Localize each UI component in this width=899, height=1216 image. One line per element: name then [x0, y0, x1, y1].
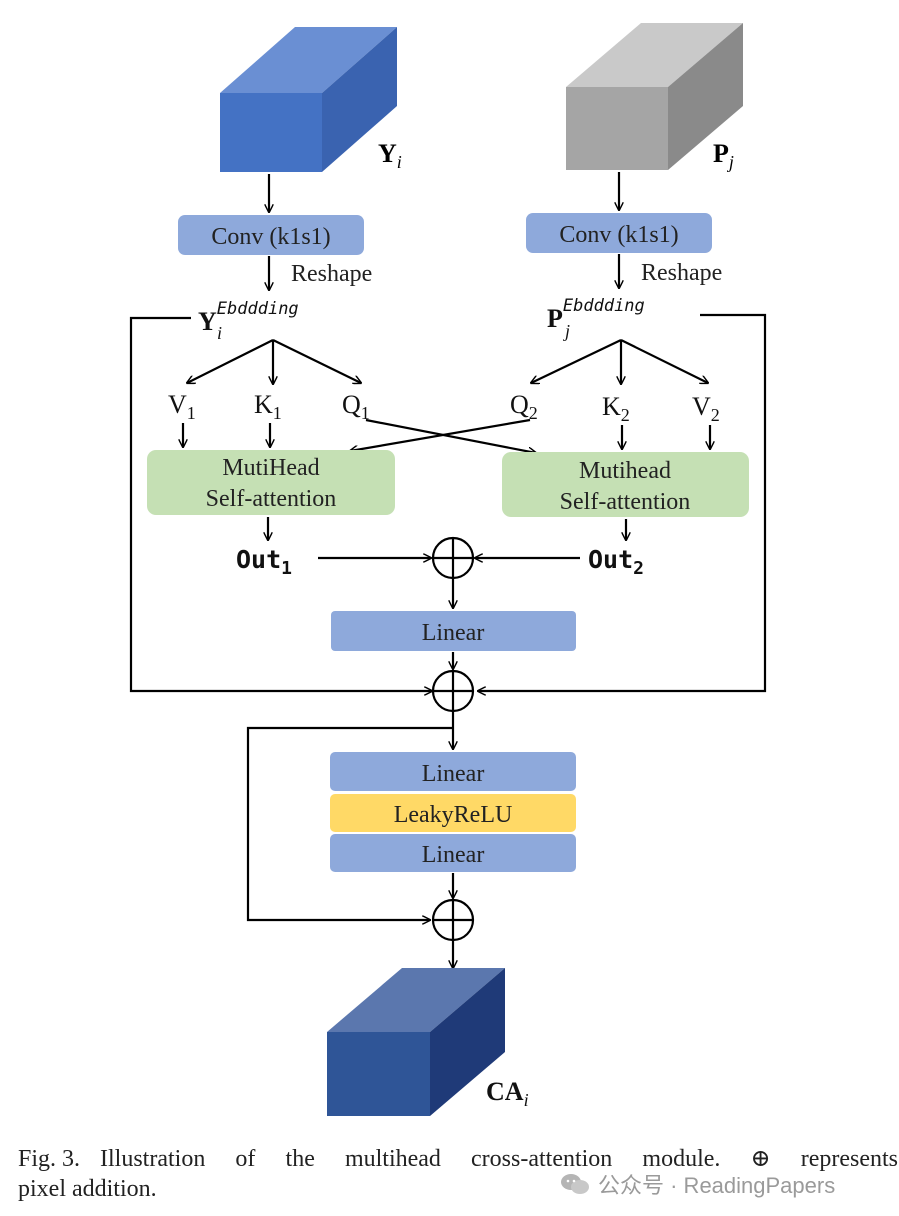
- caption-line-2: pixel addition.: [18, 1176, 157, 1202]
- linear-block-mid: Linear: [330, 752, 576, 791]
- svg-text:LeakyReLU: LeakyReLU: [394, 802, 513, 828]
- output-ca-label: CAi: [486, 1077, 529, 1110]
- input-p-label: Pj: [713, 139, 734, 172]
- add-node-3: [431, 898, 475, 942]
- svg-text:Self-attention: Self-attention: [206, 486, 337, 512]
- embedding-label-left: YEbddding: [198, 299, 299, 336]
- attention-block-right: Mutihead Self-attention: [502, 452, 749, 517]
- q2-label: Q2: [510, 390, 538, 423]
- out1-label: Out1: [236, 545, 292, 579]
- figure-caption: Fig. 3. Illustration of the multihead cr…: [18, 1144, 898, 1204]
- caption-fig-number: Fig. 3.: [18, 1146, 81, 1172]
- k1-label: K1: [254, 390, 282, 423]
- embedding-label-right: PEbddding: [547, 296, 645, 333]
- svg-text:MutiHead: MutiHead: [222, 455, 319, 481]
- q1-label: Q1: [342, 390, 370, 423]
- skip-line-right: [478, 313, 767, 691]
- embedding-sub-left: i: [217, 323, 222, 343]
- reshape-label-left: Reshape: [291, 261, 372, 287]
- out2-label: Out2: [588, 545, 644, 579]
- qkv-arrows: [183, 423, 710, 449]
- wechat-icon: [561, 1174, 589, 1194]
- input-cube-y: [220, 27, 397, 172]
- add-node-1: [431, 536, 475, 580]
- svg-text:Linear: Linear: [422, 761, 485, 787]
- fanout-left: [187, 339, 361, 384]
- v2-label: V2: [692, 392, 720, 425]
- svg-text:Linear: Linear: [422, 842, 485, 868]
- svg-text:Mutihead: Mutihead: [579, 458, 671, 484]
- caption-line-1: Illustration of the multihead cross-atte…: [100, 1146, 898, 1172]
- leakyrelu-block: LeakyReLU: [330, 794, 576, 832]
- skip-line-left: [129, 316, 432, 691]
- input-y-label: Yi: [378, 139, 402, 172]
- input-cube-p: [566, 23, 743, 170]
- watermark-text: 公众号 · ReadingPapers: [598, 1173, 836, 1198]
- attention-block-left: MutiHead Self-attention: [147, 450, 395, 515]
- fanout-right: [531, 339, 708, 384]
- embedding-sub-right: j: [563, 321, 570, 341]
- cross-arrow-q1: [365, 418, 536, 453]
- svg-text:Linear: Linear: [422, 620, 485, 646]
- watermark: 公众号 · ReadingPapers: [560, 1168, 835, 1200]
- cross-arrow-q2: [350, 418, 531, 451]
- conv-block-right: Conv (k1s1): [526, 213, 712, 253]
- conv-block-left: Conv (k1s1): [178, 215, 364, 255]
- linear-block-top: Linear: [331, 611, 576, 651]
- v1-label: V1: [168, 390, 196, 423]
- svg-text:Self-attention: Self-attention: [560, 489, 691, 515]
- svg-text:Conv (k1s1): Conv (k1s1): [211, 224, 330, 250]
- linear-block-bottom: Linear: [330, 834, 576, 872]
- output-cube-ca: [327, 968, 505, 1116]
- skip-line-mlp: [246, 726, 453, 920]
- svg-text:Conv (k1s1): Conv (k1s1): [559, 222, 678, 248]
- reshape-label-right: Reshape: [641, 260, 722, 286]
- add-node-2: [431, 669, 475, 713]
- k2-label: K2: [602, 392, 630, 425]
